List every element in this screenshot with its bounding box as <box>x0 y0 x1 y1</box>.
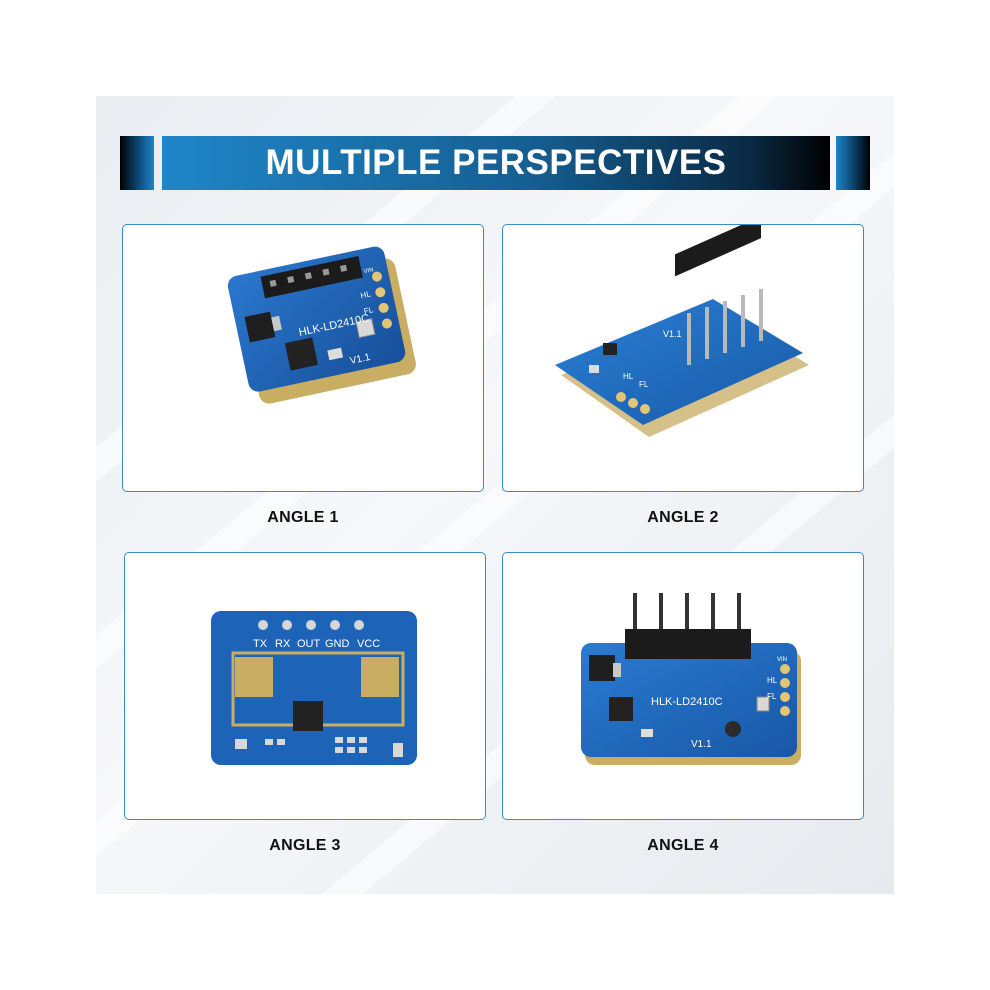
angle-2-caption: ANGLE 2 <box>647 509 719 526</box>
angle-1-card: HLK-LD2410C V1.1 VIN HL FL <box>122 224 484 492</box>
angle-3-caption: ANGLE 3 <box>269 837 341 854</box>
angle-3-pin-out: OUT <box>297 638 321 650</box>
angle-3-pin-vcc: VCC <box>357 638 380 650</box>
angle-1-pin-hl: HL <box>360 289 372 300</box>
title-banner: MULTIPLE PERSPECTIVES <box>162 136 830 190</box>
angle-4-card: HLK-LD2410C V1.1 VIN HL FL <box>502 552 864 820</box>
banner-right-accent <box>836 136 870 190</box>
page-title: MULTIPLE PERSPECTIVES <box>265 143 727 182</box>
angle-4-version: V1.1 <box>691 739 712 750</box>
angle-3-board-image: TX RX OUT GND VCC <box>211 611 417 765</box>
angle-2-board-image: V1.1 HL FL <box>555 225 809 437</box>
angle-2-card: V1.1 HL FL <box>502 224 864 492</box>
angle-4-pin-hl: HL <box>767 676 778 685</box>
angle-3-pin-rx: RX <box>275 638 291 650</box>
angle-2-pin-fl: FL <box>639 380 649 389</box>
angle-4-pin-fl: FL <box>767 692 777 701</box>
angle-1-caption: ANGLE 1 <box>267 509 339 526</box>
angle-4-board-label: HLK-LD2410C <box>651 696 723 708</box>
angle-1-version: V1.1 <box>349 352 372 367</box>
angle-3-pin-tx: TX <box>253 638 268 650</box>
angle-1-board-image: HLK-LD2410C V1.1 VIN HL FL <box>227 246 416 404</box>
angle-3-pin-gnd: GND <box>325 638 350 650</box>
angle-4-caption: ANGLE 4 <box>647 837 719 854</box>
angle-1-pin-vin: VIN <box>363 267 374 275</box>
angle-2-pin-hl: HL <box>623 372 634 381</box>
banner-left-accent <box>120 136 154 190</box>
angle-4-board-image: HLK-LD2410C V1.1 VIN HL FL <box>581 593 801 765</box>
angle-4-pin-vin: VIN <box>777 657 787 663</box>
angle-3-card: TX RX OUT GND VCC <box>124 552 486 820</box>
angle-1-pin-fl: FL <box>363 305 375 316</box>
angle-2-version: V1.1 <box>663 329 682 339</box>
background-panel: MULTIPLE PERSPECTIVES <box>96 96 894 894</box>
